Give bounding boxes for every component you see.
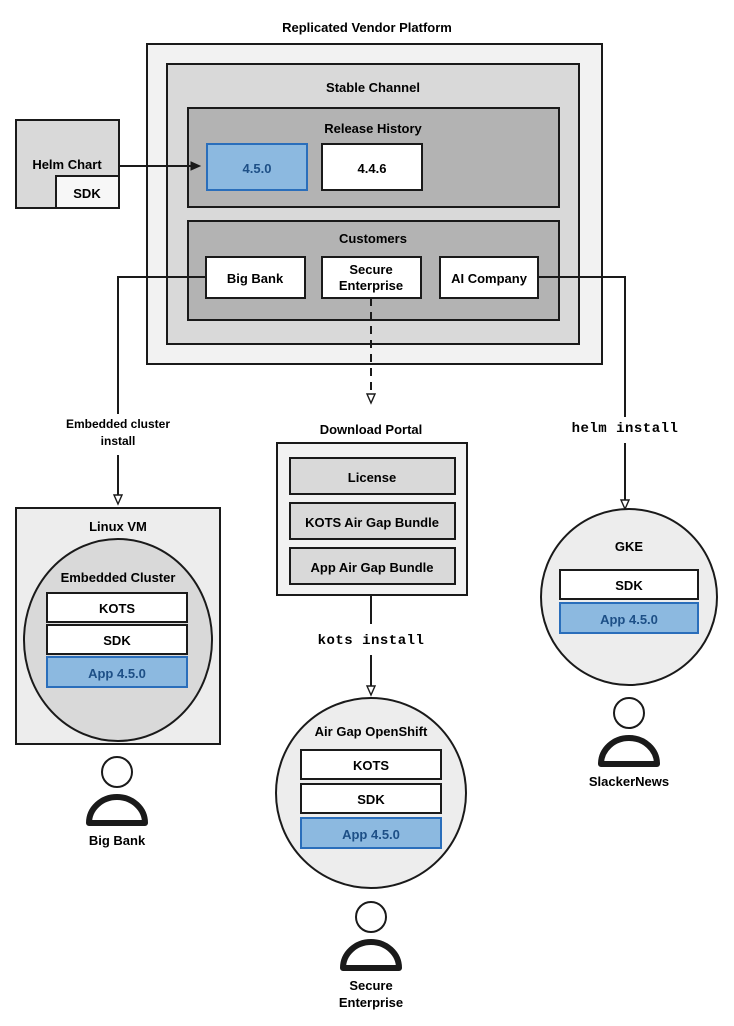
component-label: App 4.5.0: [600, 612, 658, 627]
linux-vm-label: Linux VM: [89, 519, 147, 534]
artifact-license[interactable]: License: [289, 457, 456, 495]
stable-channel-label: Stable Channel: [326, 80, 420, 95]
customers-label: Customers: [339, 231, 407, 246]
helm-chart-label: Helm Chart: [32, 157, 102, 172]
page-title: Replicated Vendor Platform: [282, 20, 452, 35]
target-gke[interactable]: GKE SDK App 4.5.0: [540, 508, 718, 686]
target-linux-vm[interactable]: Linux VM Embedded Cluster KOTS SDK App 4…: [15, 507, 221, 745]
component-label: SDK: [357, 792, 385, 807]
embedded-install-label-line1: Embedded cluster: [66, 417, 170, 431]
helm-chart-sdk-label: SDK: [73, 186, 101, 201]
air-gap-openshift-label: Air Gap OpenShift: [315, 724, 428, 739]
component-sdk: SDK: [559, 569, 699, 600]
edge-big-bank-to-embedded: [117, 276, 206, 414]
component-sdk: SDK: [46, 624, 188, 655]
release-card-current[interactable]: 4.5.0: [206, 143, 308, 191]
edge-ai-company-to-gke: [538, 276, 626, 417]
persona-label: SlackerNews: [589, 774, 669, 789]
download-portal[interactable]: Download Portal License KOTS Air Gap Bun…: [276, 422, 468, 596]
component-label: KOTS: [99, 601, 135, 616]
embedded-cluster-label: Embedded Cluster: [61, 570, 176, 585]
helm-chart-node[interactable]: Helm Chart SDK: [15, 119, 120, 209]
release-version-label: 4.5.0: [243, 161, 272, 176]
artifact-label: KOTS Air Gap Bundle: [305, 515, 439, 530]
customer-name-line2: Enterprise: [339, 278, 403, 293]
customer-card-ai-company[interactable]: AI Company: [439, 256, 539, 299]
gke-label: GKE: [615, 539, 644, 554]
component-label: App 4.5.0: [342, 827, 400, 842]
persona-label: Big Bank: [89, 833, 146, 848]
helm-install-label: helm install: [572, 421, 679, 437]
customer-card-secure-enterprise[interactable]: Secure Enterprise: [321, 256, 422, 299]
artifact-app-air-gap-bundle[interactable]: App Air Gap Bundle: [289, 547, 456, 585]
artifact-kots-air-gap-bundle[interactable]: KOTS Air Gap Bundle: [289, 502, 456, 540]
component-sdk: SDK: [300, 783, 442, 814]
persona-big-bank: Big Bank: [86, 756, 148, 848]
component-label: SDK: [103, 633, 131, 648]
customer-card-big-bank[interactable]: Big Bank: [205, 256, 306, 299]
component-label: KOTS: [353, 758, 389, 773]
release-card-previous[interactable]: 4.4.6: [321, 143, 423, 191]
component-kots: KOTS: [46, 592, 188, 623]
component-app: App 4.5.0: [300, 817, 442, 849]
release-history-label: Release History: [324, 121, 422, 136]
persona-secure-enterprise: Secure Enterprise: [339, 901, 403, 1010]
persona-label-line2: Enterprise: [339, 995, 403, 1010]
component-label: App 4.5.0: [88, 666, 146, 681]
persona-slackernews: SlackerNews: [589, 697, 669, 789]
release-version-label: 4.4.6: [358, 161, 387, 176]
component-kots: KOTS: [300, 749, 442, 780]
customer-name-label: Big Bank: [227, 271, 284, 286]
target-air-gap-openshift[interactable]: Air Gap OpenShift KOTS SDK App 4.5.0: [275, 697, 467, 889]
helm-chart-sdk-box: [55, 175, 120, 209]
customer-name-label: AI Company: [451, 271, 528, 286]
artifact-label: App Air Gap Bundle: [310, 560, 433, 575]
customer-name-line1: Secure: [349, 262, 392, 277]
component-app: App 4.5.0: [46, 656, 188, 688]
component-label: SDK: [615, 578, 643, 593]
artifact-label: License: [348, 470, 396, 485]
kots-install-label: kots install: [318, 633, 425, 649]
download-portal-label: Download Portal: [320, 422, 423, 437]
persona-label-line1: Secure: [349, 978, 392, 993]
embedded-install-label-line2: install: [101, 434, 136, 448]
component-app: App 4.5.0: [559, 602, 699, 634]
